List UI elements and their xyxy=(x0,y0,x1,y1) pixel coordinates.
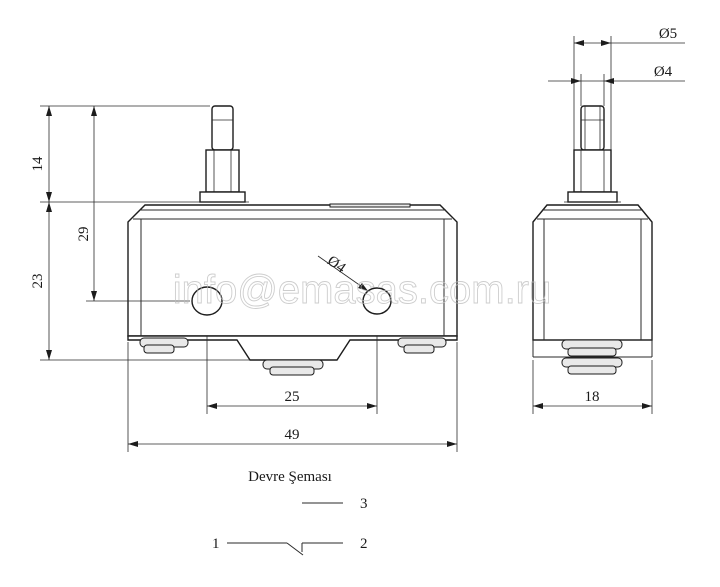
moving-contact xyxy=(286,542,304,556)
side-terminals xyxy=(561,339,623,375)
front-mounting-holes xyxy=(191,286,392,316)
front-terminals xyxy=(139,337,447,376)
dim-23-label: 23 xyxy=(30,274,46,289)
terminal-2-label: 2 xyxy=(360,536,368,552)
circuit-title: Devre Şeması xyxy=(248,469,332,485)
front-view: 14 29 23 Ø4 xyxy=(30,105,458,452)
dim-d4: Ø4 xyxy=(548,64,685,106)
dim-29: 29 xyxy=(76,106,190,302)
dim-d5-label: Ø5 xyxy=(659,26,677,42)
mounting-hole-left xyxy=(191,286,223,316)
dim-d5: Ø5 xyxy=(573,26,685,150)
dim-49: 49 xyxy=(127,342,458,452)
dim-23: 23 xyxy=(30,202,250,361)
front-plunger xyxy=(196,105,249,203)
circuit-diagram: Devre Şeması 3 1 2 xyxy=(212,469,368,556)
dim-14-label: 14 xyxy=(30,156,46,172)
dim-25: 25 xyxy=(206,336,378,414)
dim-d4-label: Ø4 xyxy=(654,64,673,80)
dim-25-label: 25 xyxy=(285,389,300,405)
side-switch-body xyxy=(532,204,653,358)
terminal-1-label: 1 xyxy=(212,536,220,552)
mounting-hole-right xyxy=(362,287,392,315)
dim-18-label: 18 xyxy=(585,389,600,405)
dim-29-label: 29 xyxy=(76,227,92,242)
side-plunger xyxy=(564,105,621,203)
dim-49-label: 49 xyxy=(285,427,300,443)
dim-18: 18 xyxy=(532,360,653,414)
dim-14: 14 xyxy=(30,105,210,203)
watermark: info@emasas.com.ru xyxy=(173,268,552,312)
side-view: Ø5 Ø4 18 xyxy=(532,26,685,414)
terminal-3-label: 3 xyxy=(360,496,368,512)
